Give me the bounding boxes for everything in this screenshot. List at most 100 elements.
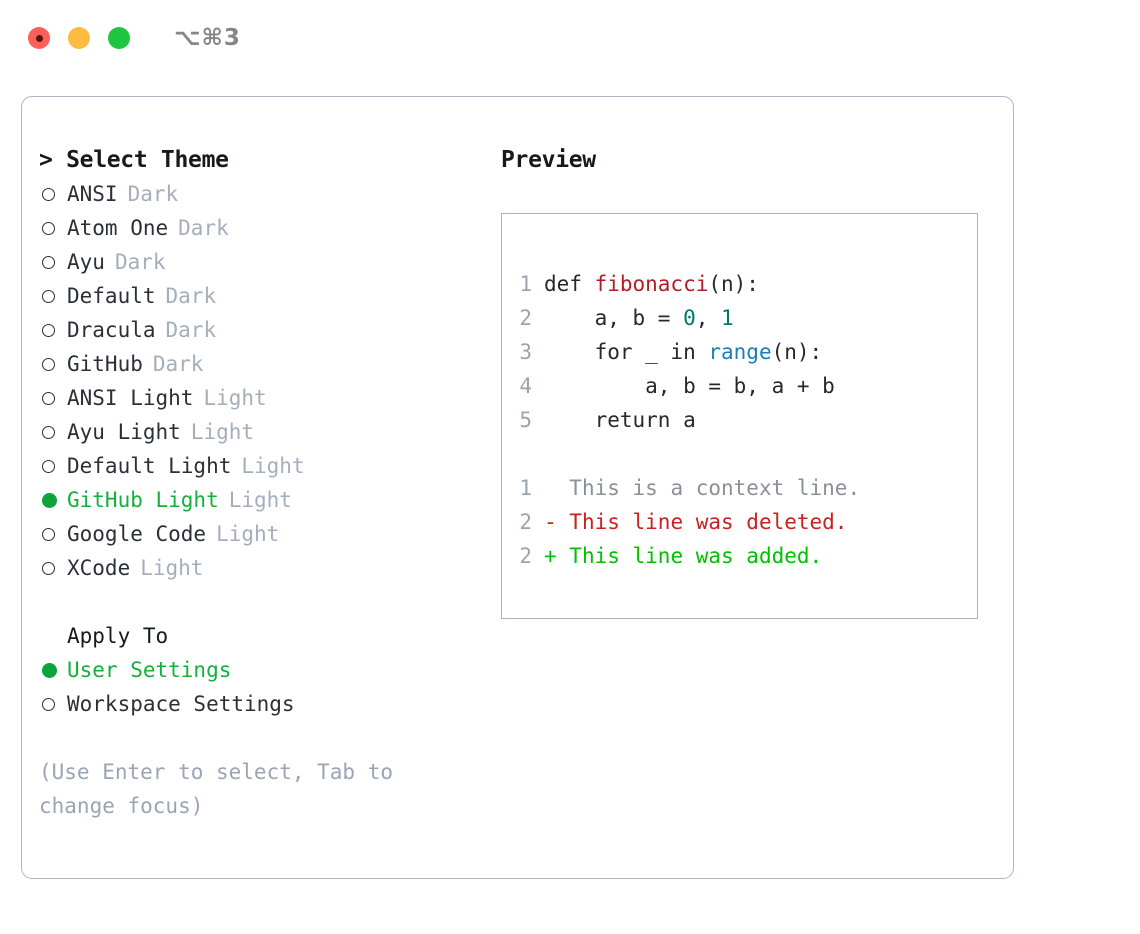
theme-name: Google Code xyxy=(67,522,207,546)
keyboard-shortcut-label: ⌥⌘3 xyxy=(174,25,241,51)
code-token: return a xyxy=(544,408,696,432)
apply-to-option[interactable]: Workspace Settings xyxy=(39,687,509,721)
radio-selected-icon[interactable] xyxy=(39,492,67,508)
code-line: 4 a, b = b, a + b xyxy=(502,369,977,403)
radio-unselected-icon[interactable] xyxy=(39,357,67,371)
theme-variant-badge: Dark xyxy=(152,352,204,376)
theme-variant-badge: Dark xyxy=(165,318,217,342)
theme-variant-badge: Light xyxy=(228,488,292,512)
code-content: def fibonacci(n): xyxy=(544,267,759,301)
theme-list-item[interactable]: Default Dark xyxy=(39,279,509,313)
diff-text: This line was deleted. xyxy=(556,510,848,534)
radio-unselected-icon[interactable] xyxy=(39,697,67,711)
apply-to-label: Workspace Settings xyxy=(67,692,295,716)
line-number: 5 xyxy=(519,408,532,432)
radio-unselected-icon[interactable] xyxy=(39,221,67,235)
theme-name: GitHub xyxy=(67,352,143,376)
theme-list-item[interactable]: Dracula Dark xyxy=(39,313,509,347)
minimize-button[interactable] xyxy=(68,27,90,49)
theme-list-item[interactable]: GitHub Light Light xyxy=(39,483,509,517)
theme-variant-badge: Light xyxy=(190,420,255,444)
theme-list-item[interactable]: XCode Light xyxy=(39,551,509,585)
diff-marker xyxy=(544,471,557,505)
theme-list-item[interactable]: Ayu Light Light xyxy=(39,415,509,449)
diff-line: 2+ This line was added. xyxy=(502,539,977,573)
code-content: return a xyxy=(544,403,696,437)
theme-variant-badge: Dark xyxy=(165,284,217,308)
theme-name: Default xyxy=(67,284,156,308)
radio-mark xyxy=(42,221,55,235)
code-token: a, b = b, a + b xyxy=(544,374,835,398)
radio-mark xyxy=(42,425,55,439)
theme-variant-badge: Dark xyxy=(178,216,229,240)
theme-variant-badge: Light xyxy=(140,556,204,580)
diff-text: This is a context line. xyxy=(556,476,861,500)
diff-sample: 1 This is a context line. 2- This line wa… xyxy=(502,471,977,573)
theme-name: XCode xyxy=(67,556,131,580)
theme-list-item[interactable]: GitHub Dark xyxy=(39,347,509,381)
line-number: 3 xyxy=(519,340,532,364)
radio-unselected-icon[interactable] xyxy=(39,255,67,269)
select-theme-header: > Select Theme xyxy=(39,147,229,173)
theme-name: GitHub Light xyxy=(67,488,219,512)
theme-name: ANSI Light xyxy=(67,386,194,410)
radio-unselected-icon[interactable] xyxy=(39,323,67,337)
code-token: , xyxy=(695,306,722,330)
theme-list-item[interactable]: Atom One Dark xyxy=(39,211,509,245)
line-number: 2 xyxy=(519,306,532,330)
theme-name: Ayu Light xyxy=(67,420,181,444)
radio-mark xyxy=(42,357,55,371)
radio-unselected-icon[interactable] xyxy=(39,425,67,439)
code-content: a, b = b, a + b xyxy=(544,369,835,403)
theme-name: ANSI xyxy=(67,182,118,206)
radio-mark xyxy=(42,255,55,269)
code-diff-spacer xyxy=(502,437,977,471)
window-controls xyxy=(28,27,130,49)
radio-unselected-icon[interactable] xyxy=(39,459,67,473)
theme-variant-badge: Light xyxy=(216,522,280,546)
radio-selected-icon[interactable] xyxy=(39,662,67,678)
radio-unselected-icon[interactable] xyxy=(39,289,67,303)
line-number: 1 xyxy=(519,476,532,500)
radio-mark xyxy=(42,527,55,541)
code-line: 5 return a xyxy=(502,403,977,437)
radio-unselected-icon[interactable] xyxy=(39,561,67,575)
maximize-button[interactable] xyxy=(108,27,130,49)
apply-to-header: Apply To xyxy=(67,624,169,648)
radio-unselected-icon[interactable] xyxy=(39,391,67,405)
theme-name: Dracula xyxy=(67,318,156,342)
close-button[interactable] xyxy=(28,27,50,49)
code-token: 1 xyxy=(721,306,734,330)
radio-unselected-icon[interactable] xyxy=(39,187,67,201)
radio-unselected-icon[interactable] xyxy=(39,527,67,541)
radio-mark xyxy=(42,187,55,201)
theme-list-item[interactable]: Google Code Light xyxy=(39,517,509,551)
code-line: 3 for _ in range(n): xyxy=(502,335,977,369)
code-token: (n): xyxy=(708,272,759,296)
diff-text: This line was added. xyxy=(556,544,823,568)
code-token: range xyxy=(708,340,772,364)
radio-mark xyxy=(42,561,55,575)
line-number: 2 xyxy=(519,510,532,534)
apply-to-option[interactable]: User Settings xyxy=(39,653,509,687)
diff-marker: - xyxy=(544,510,557,534)
code-token: def xyxy=(544,272,595,296)
theme-list-item[interactable]: ANSI Dark xyxy=(39,177,509,211)
theme-name: Atom One xyxy=(67,216,169,240)
code-token: 0 xyxy=(683,306,696,330)
theme-variant-badge: Dark xyxy=(114,250,166,274)
code-token: (n): xyxy=(771,340,823,364)
theme-variant-badge: Dark xyxy=(127,182,179,206)
keyboard-hint-text: (Use Enter to select, Tab to change focu… xyxy=(39,760,406,818)
